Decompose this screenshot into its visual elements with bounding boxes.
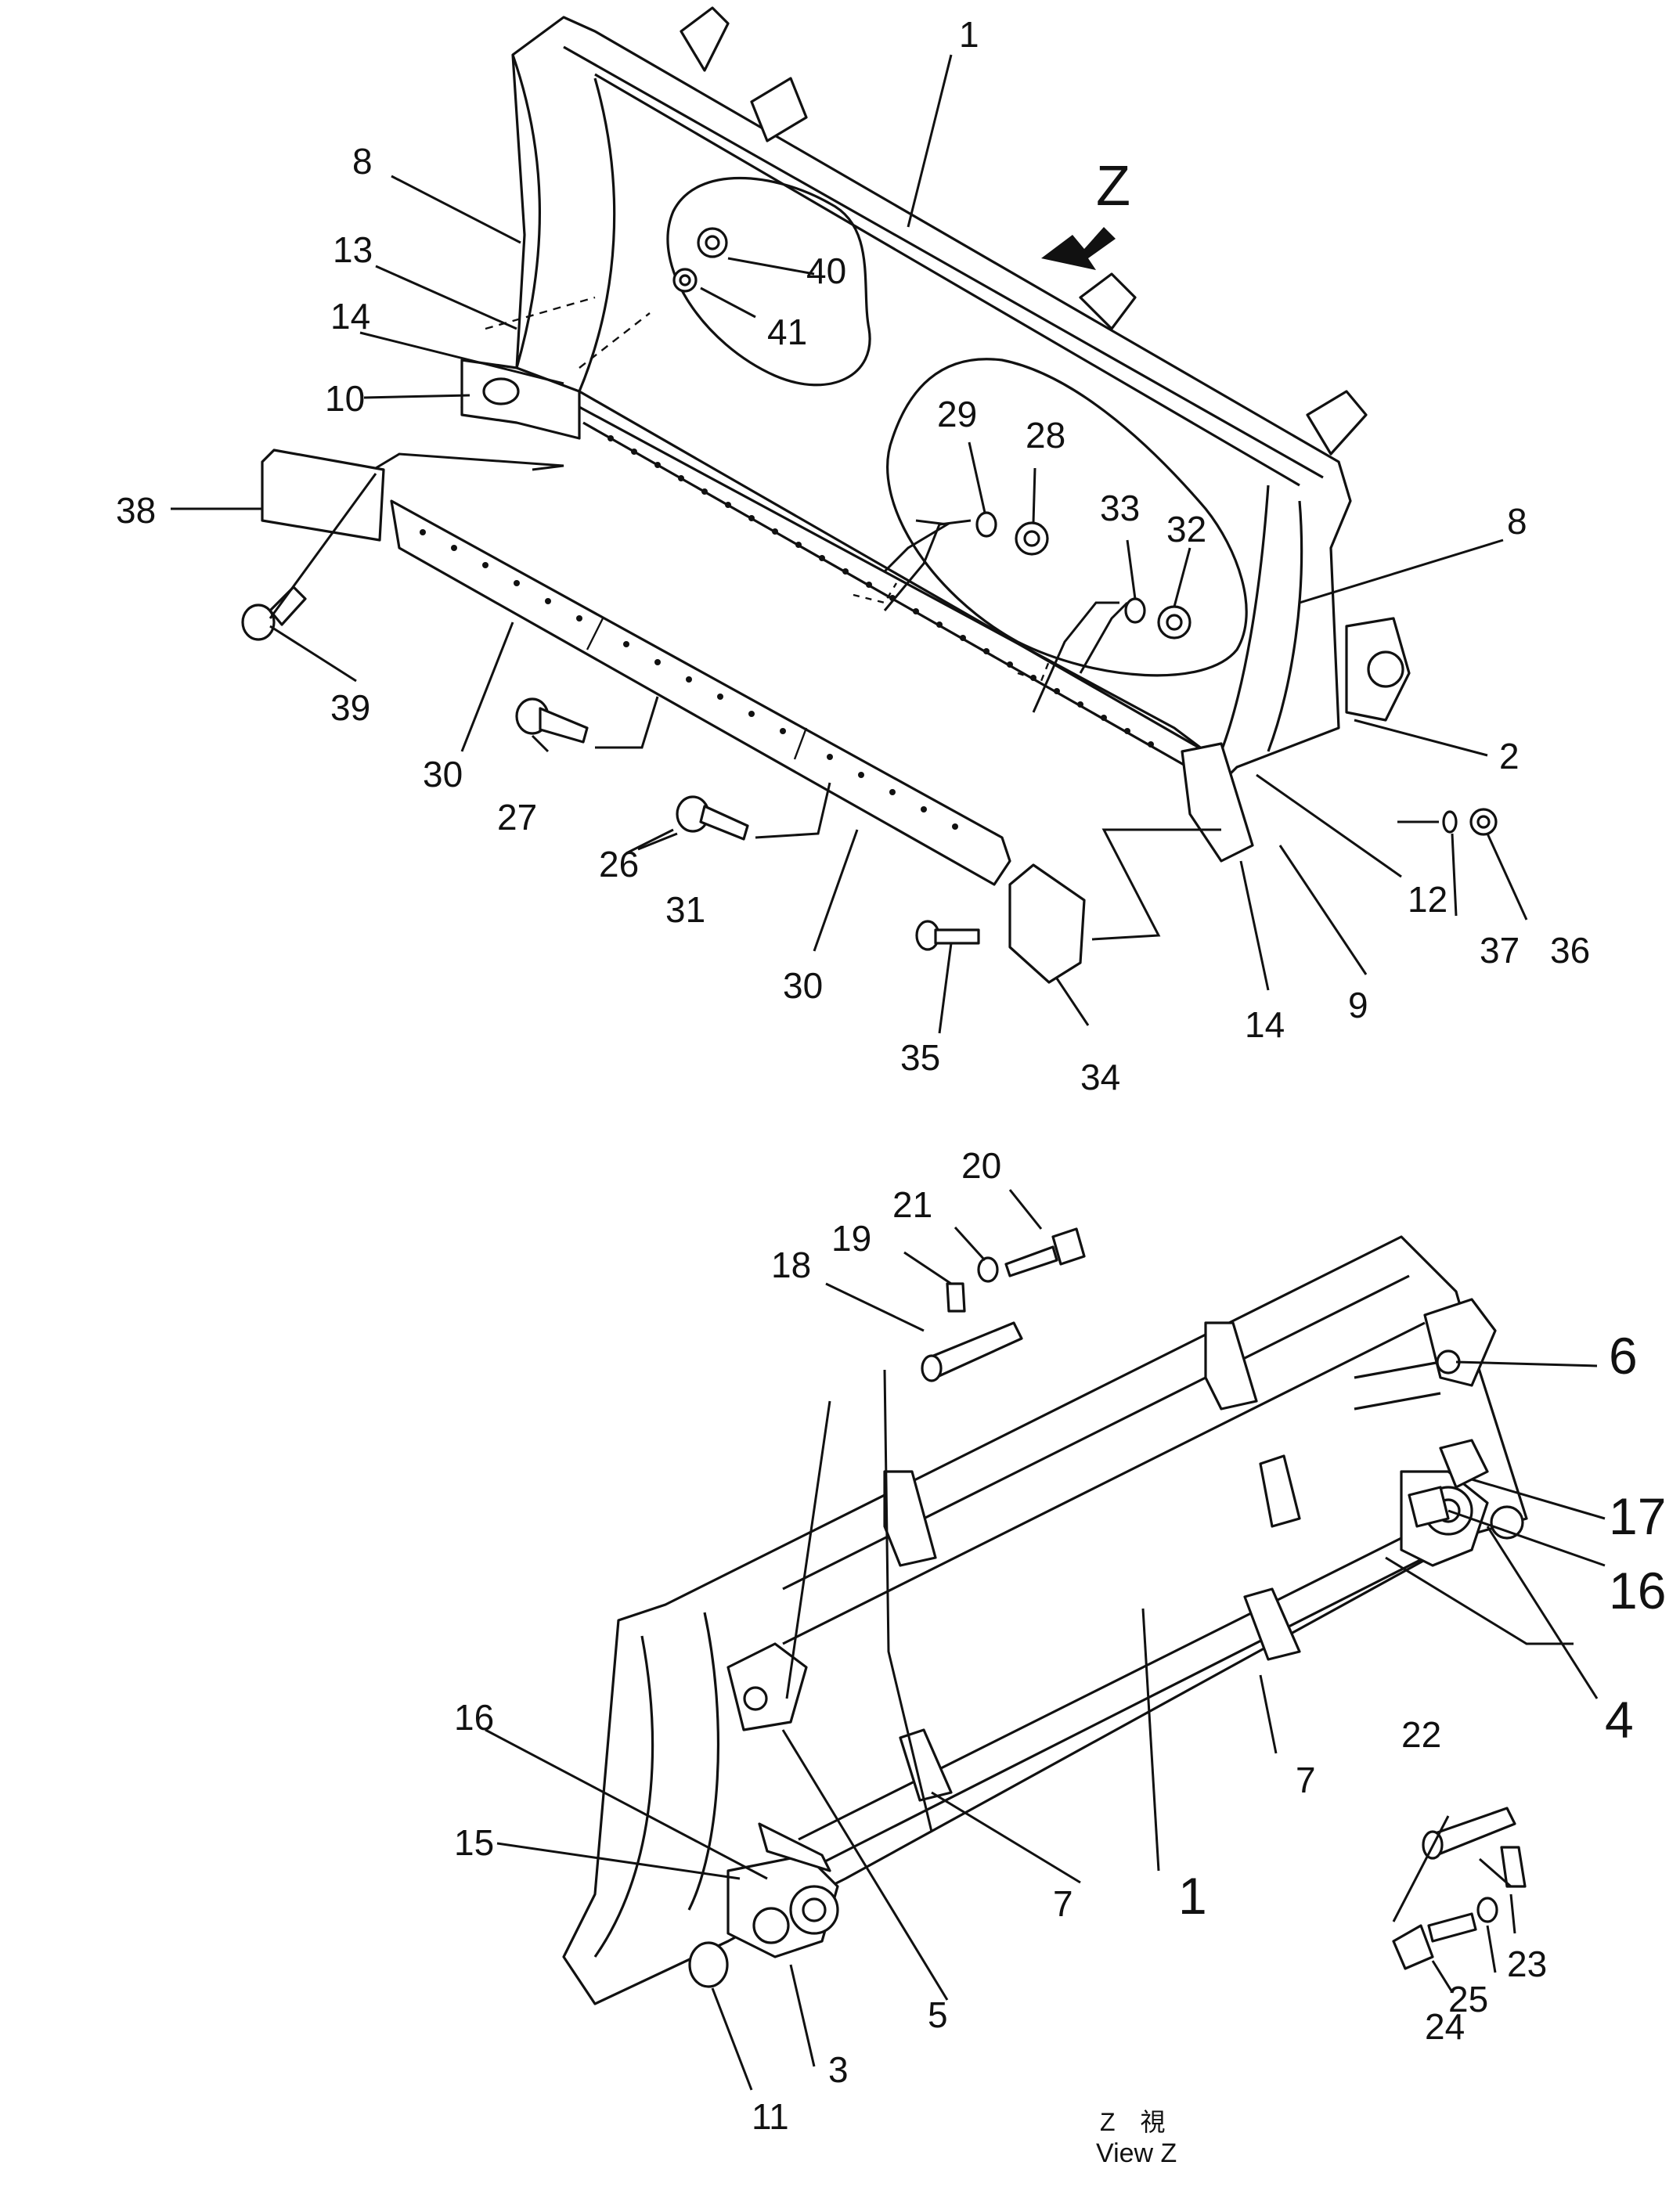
callout-30: 30	[423, 754, 463, 794]
callout-13: 13	[333, 229, 373, 270]
end-bit-left	[261, 449, 385, 542]
callout-2: 2	[1499, 736, 1520, 776]
callout-41: 41	[767, 312, 807, 352]
callout-31: 31	[665, 889, 705, 930]
blade-rear-body	[562, 1235, 1528, 2005]
upper-blade-assembly	[241, 6, 1498, 984]
callout-37: 37	[1480, 930, 1520, 971]
callout-30b: 30	[783, 965, 823, 1006]
callout-14b: 14	[1245, 1004, 1285, 1045]
callout-18: 18	[771, 1245, 811, 1285]
callout-21: 21	[892, 1184, 932, 1225]
callout-34: 34	[1080, 1057, 1120, 1097]
callout-19: 19	[831, 1218, 871, 1259]
bolt-35	[915, 920, 980, 951]
callout-14: 14	[330, 296, 370, 337]
callout-8b: 8	[1507, 501, 1527, 542]
bolt-27	[515, 697, 589, 744]
upper-leaders	[171, 54, 1528, 1034]
callout-12: 12	[1408, 879, 1447, 920]
callout-7b: 7	[1296, 1760, 1316, 1800]
pin-18	[921, 1321, 1023, 1382]
plate-23	[1500, 1846, 1527, 1888]
lower-labels: 20 21 19 18 6 17 16 4 16 15 7 1 7 22 23 …	[454, 1145, 1666, 2137]
callout-4: 4	[1605, 1691, 1634, 1749]
caption-en: View Z	[1096, 2138, 1177, 2168]
callout-38: 38	[116, 490, 156, 531]
callout-16b: 16	[454, 1697, 494, 1738]
edge-holes	[420, 529, 958, 830]
lower-blade-assembly	[562, 1227, 1528, 2005]
callout-26: 26	[599, 844, 639, 885]
plate-19	[946, 1282, 966, 1313]
callout-35: 35	[900, 1037, 940, 1078]
upper-labels: 1 8 13 14 10 40 41 29 28 33 32 8 2 38 39…	[116, 14, 1590, 1097]
callout-17: 17	[1609, 1487, 1666, 1545]
bolt-20	[1004, 1227, 1086, 1277]
callout-33: 33	[1100, 488, 1140, 528]
callout-10: 10	[325, 378, 365, 419]
callout-24: 24	[1425, 2006, 1465, 2047]
callout-15: 15	[454, 1822, 494, 1863]
callout-27: 27	[497, 797, 537, 838]
callout-25: 25	[1448, 1979, 1488, 2019]
bolt-24	[1392, 1912, 1477, 1970]
end-bit-right	[1008, 863, 1086, 984]
callout-3: 3	[828, 2049, 849, 2090]
callout-1: 1	[959, 14, 979, 55]
lower-leaders	[485, 1189, 1606, 2091]
callout-7: 7	[1053, 1883, 1073, 1924]
view-caption: Z 視 View Z	[1096, 2108, 1177, 2168]
bolt-31	[676, 795, 749, 841]
callout-11: 11	[752, 2096, 789, 2137]
callout-39: 39	[330, 687, 370, 728]
strip-holes	[607, 435, 1154, 748]
callout-29: 29	[937, 394, 977, 434]
cutting-edge-left	[390, 499, 1011, 886]
view-z-arrow	[1041, 227, 1116, 270]
callout-9: 9	[1348, 985, 1368, 1025]
callout-28: 28	[1026, 415, 1065, 456]
callout-20: 20	[961, 1145, 1001, 1186]
callout-1-lower: 1	[1178, 1867, 1207, 1925]
caption-jp: Z 視	[1100, 2108, 1166, 2136]
callout-5: 5	[928, 1994, 948, 2035]
callout-6: 6	[1609, 1327, 1638, 1385]
callout-32: 32	[1166, 509, 1206, 549]
bolt-39	[241, 585, 307, 641]
callout-36: 36	[1550, 930, 1590, 971]
view-marker-z: Z	[1096, 155, 1130, 218]
callout-23: 23	[1507, 1944, 1547, 1984]
callout-22: 22	[1401, 1714, 1441, 1755]
callout-40: 40	[806, 250, 846, 291]
callout-8: 8	[352, 141, 373, 182]
callout-16: 16	[1609, 1562, 1666, 1620]
trunnion-3	[688, 1854, 839, 1988]
